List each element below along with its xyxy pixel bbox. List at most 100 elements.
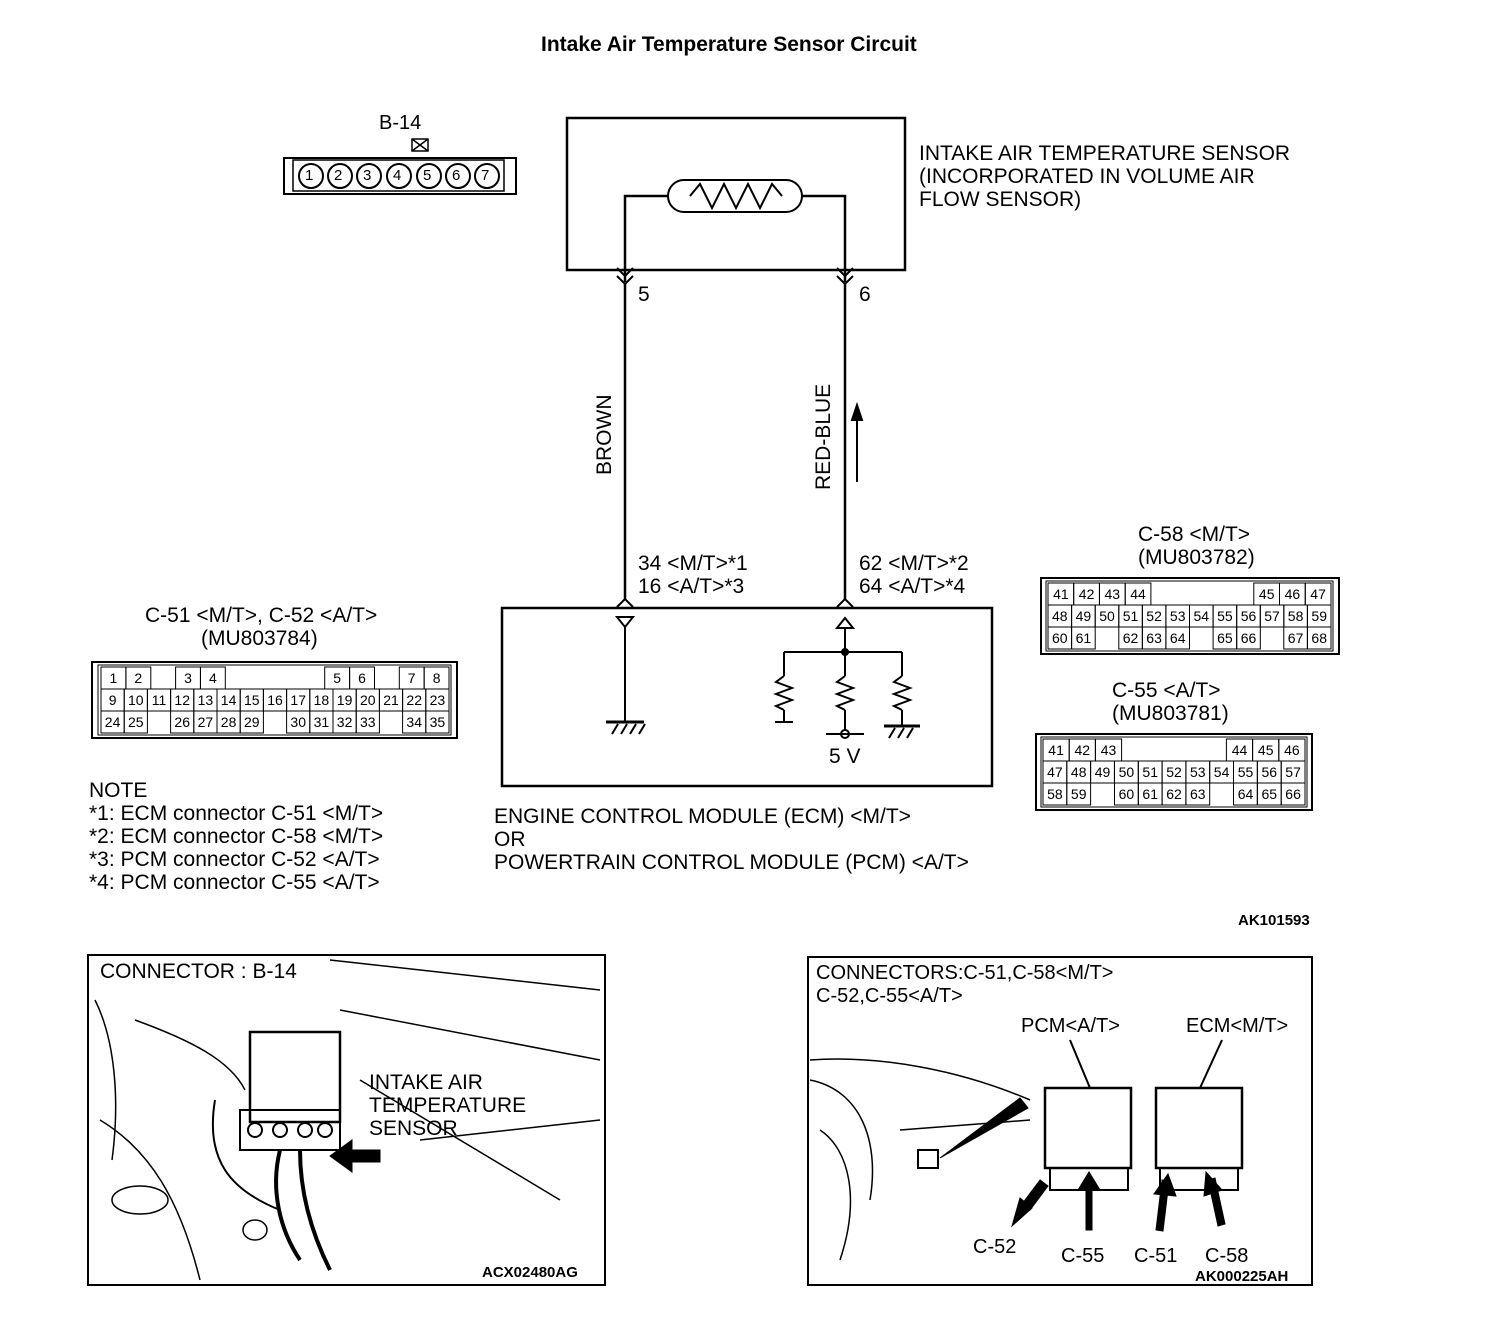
c51-pin-cell	[123, 710, 148, 734]
c51-pin-number: 30	[290, 714, 306, 730]
terminal-left-line-2: 16 <A/T>*3	[638, 575, 745, 598]
terminal-left-line-1: 34 <M/T>*1	[638, 552, 748, 575]
c58-pin-number: 64	[1170, 630, 1186, 646]
c51-pin-number: 20	[360, 692, 376, 708]
sensor-label-line-2: (INCORPORATED IN VOLUME AIR	[919, 165, 1255, 188]
panel-left-callout-3: SENSOR	[369, 1117, 458, 1140]
c55-pin-number: 58	[1047, 786, 1063, 802]
c55-pin-number: 43	[1101, 742, 1117, 758]
c55-pin-number: 60	[1119, 786, 1135, 802]
sensor-pin-5: 5	[638, 283, 650, 306]
c51-pin-cell	[239, 710, 264, 734]
c58-pin-number: 43	[1105, 586, 1121, 602]
panel-right-conn-c51: C-51	[1134, 1245, 1178, 1267]
c51-pin-number: 1	[110, 670, 118, 686]
c58-pin-cell	[1071, 626, 1096, 650]
c51-pin-number: 22	[406, 692, 422, 708]
ecm-voltage: 5 V	[829, 745, 861, 768]
c55-pin-number: 65	[1262, 786, 1278, 802]
c51-pin-number: 2	[134, 670, 142, 686]
ecm-label-line-1: ENGINE CONTROL MODULE (ECM) <M/T>	[494, 805, 911, 828]
note-line-2: *2: ECM connector C-58 <M/T>	[89, 825, 384, 848]
c51-pin-number: 8	[433, 670, 441, 686]
c58-pin-number: 59	[1311, 608, 1327, 624]
c58-pin-number: 63	[1146, 630, 1162, 646]
c51-pin-number: 13	[198, 692, 214, 708]
c55-pin-number: 52	[1166, 764, 1182, 780]
c55-pin-number: 56	[1262, 764, 1278, 780]
c58-pin-number: 56	[1241, 608, 1257, 624]
c51-pin-number: 14	[221, 692, 237, 708]
c58-pin-number: 41	[1053, 586, 1069, 602]
c58-pin-number: 45	[1259, 586, 1275, 602]
c51-pin-number: 12	[174, 692, 190, 708]
c55-pin-number: 45	[1258, 742, 1274, 758]
c51-pin-number: 5	[333, 670, 341, 686]
c58-pin-number: 57	[1264, 608, 1280, 624]
panel-right-title-1: CONNECTORS:C-51,C-58<M/T>	[816, 962, 1114, 984]
c51-pin-number: 27	[198, 714, 214, 730]
ecm-terminals	[606, 597, 920, 739]
b14-pin-5: 5	[423, 167, 432, 184]
c51-pin-number: 10	[128, 692, 144, 708]
c51-pin-number: 26	[174, 714, 190, 730]
c58-pin-number: 46	[1285, 586, 1301, 602]
panel-right-conn-c52: C-52	[973, 1236, 1017, 1258]
b14-pin-4: 4	[393, 167, 402, 184]
figure-code-top: AK101593	[1238, 912, 1310, 929]
c51-pin-number: 24	[105, 714, 121, 730]
sensor-label-line-3: FLOW SENSOR)	[919, 188, 1082, 211]
panel-left-title: CONNECTOR : B-14	[100, 960, 297, 983]
c58-pin-number: 47	[1310, 586, 1326, 602]
c55-pin-number: 53	[1190, 764, 1206, 780]
panel-left-code: ACX02480AG	[482, 1264, 578, 1281]
c51-pin-number: 34	[406, 714, 422, 730]
b14-pin-2: 2	[334, 167, 343, 184]
c58-pin-cell	[1236, 626, 1261, 650]
c55-pin-number: 49	[1095, 764, 1111, 780]
c55-part: (MU803781)	[1112, 702, 1229, 725]
b14-pin-7: 7	[481, 167, 490, 184]
ecm-box	[500, 606, 994, 788]
c55-pin-number: 54	[1214, 764, 1230, 780]
c58-pin-number: 49	[1076, 608, 1092, 624]
c55-pin-number: 62	[1166, 786, 1182, 802]
c55-pin-number: 46	[1284, 742, 1300, 758]
c58-pin-number: 52	[1146, 608, 1162, 624]
c58-pin-number: 68	[1311, 630, 1327, 646]
c58-pin-number: 67	[1288, 630, 1304, 646]
c58-pin-number: 42	[1079, 586, 1095, 602]
wire-color-brown: BROWN	[593, 394, 616, 476]
c58-pin-number: 48	[1052, 608, 1068, 624]
terminal-right-line-1: 62 <M/T>*2	[859, 552, 969, 575]
c51-title: C-51 <M/T>, C-52 <A/T>	[145, 604, 378, 627]
c51-pin-number: 19	[337, 692, 353, 708]
c51-pin-cell	[355, 710, 380, 734]
sensor-label-line-1: INTAKE AIR TEMPERATURE SENSOR	[919, 142, 1291, 165]
c51-pin-number: 35	[430, 714, 446, 730]
wire-color-red-blue: RED-BLUE	[812, 383, 835, 490]
b14-pin-3: 3	[363, 167, 372, 184]
c51-pin-number: 28	[221, 714, 237, 730]
c55-pin-cell	[1066, 782, 1092, 806]
photo-panel-left	[87, 954, 606, 1286]
c58-pin-cell	[1165, 626, 1191, 650]
c55-pin-number: 55	[1238, 764, 1254, 780]
c51-pin-number: 11	[152, 692, 167, 708]
c55-pin-number: 48	[1071, 764, 1087, 780]
panel-right-ecm-label: ECM<M/T>	[1186, 1015, 1289, 1037]
c58-pin-number: 51	[1123, 608, 1139, 624]
c51-pin-number: 32	[337, 714, 353, 730]
panel-left-callout-1: INTAKE AIR	[369, 1071, 483, 1094]
panel-right-conn-c58: C-58	[1205, 1245, 1249, 1267]
c58-pin-number: 61	[1076, 630, 1092, 646]
c51-pin-number: 6	[358, 670, 366, 686]
wires	[623, 284, 847, 600]
conn-arrows-right	[939, 1097, 1226, 1232]
c51-pin-number: 29	[244, 714, 260, 730]
current-arrow	[850, 401, 864, 482]
note-line-1: *1: ECM connector C-51 <M/T>	[89, 802, 384, 825]
